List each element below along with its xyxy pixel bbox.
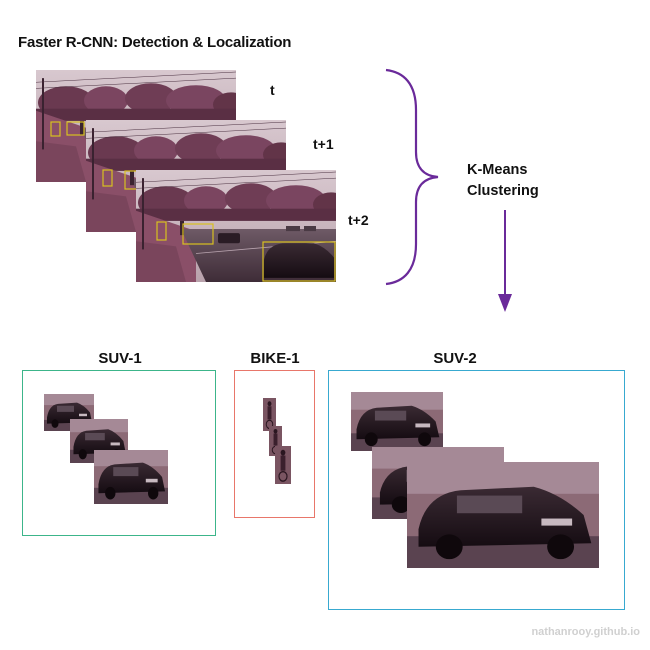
cluster-box-suv2 (328, 370, 625, 610)
frame-label-t1: t+1 (313, 136, 334, 152)
video-frame-t (36, 70, 236, 182)
cluster-label-bike1: BIKE-1 (250, 350, 300, 367)
frame-label-t2: t+2 (348, 212, 369, 228)
watermark: nathanrooy.github.io (531, 626, 640, 638)
cluster-box-suv1 (22, 370, 216, 536)
bike1-crop-t2 (275, 446, 291, 484)
curly-brace (385, 68, 439, 286)
kmeans-label-line2: Clustering (467, 183, 539, 199)
suv1-crop-t2 (94, 450, 168, 504)
cluster-box-bike1 (234, 370, 315, 518)
frame-label-t: t (270, 82, 275, 98)
suv2-crop-t2 (407, 462, 599, 568)
kmeans-label: K-Means Clustering (467, 160, 539, 202)
cluster-label-suv2: SUV-2 (433, 350, 477, 367)
kmeans-label-line1: K-Means (467, 162, 528, 178)
suv2-crop-t (351, 392, 443, 451)
diagram-title: Faster R-CNN: Detection & Localization (18, 34, 292, 51)
cluster-label-suv1: SUV-1 (98, 350, 142, 367)
video-frame-t2 (136, 170, 336, 282)
down-arrow (498, 210, 512, 312)
